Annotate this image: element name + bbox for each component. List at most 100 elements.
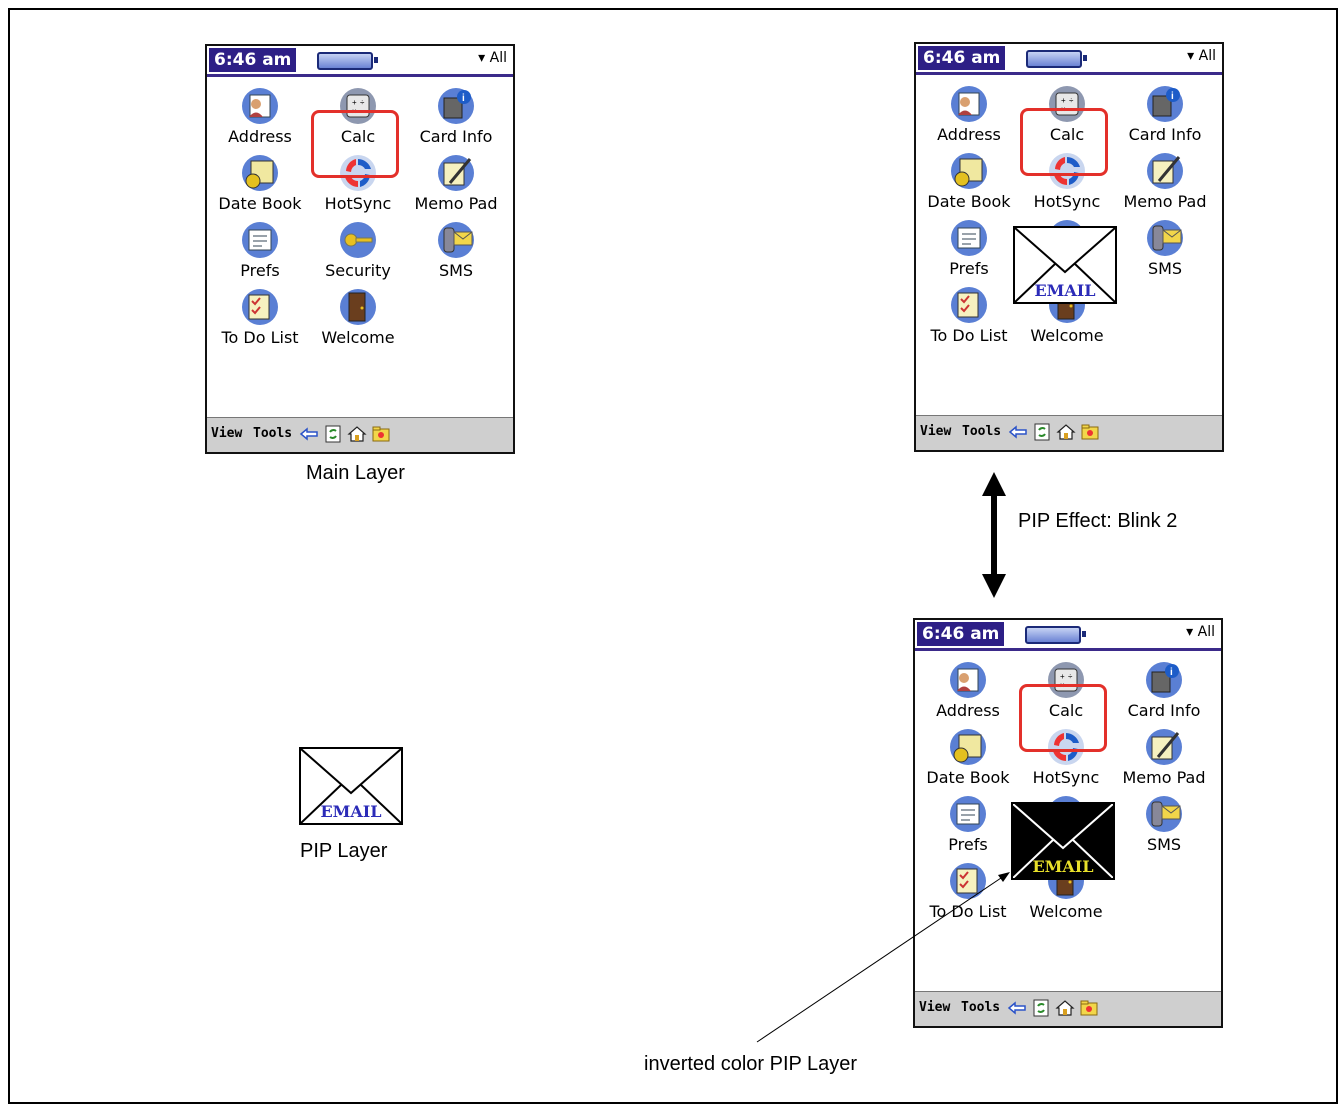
memo-pad-icon (1146, 729, 1182, 765)
app-label: HotSync (1032, 768, 1100, 787)
date-book-icon (950, 729, 986, 765)
home-icon[interactable] (347, 424, 367, 444)
date-book-icon (242, 155, 278, 191)
prefs-icon (950, 796, 986, 832)
svg-text:÷: ÷ (360, 98, 365, 107)
back-arrow-icon[interactable] (1008, 422, 1028, 442)
hotsync-icon (1048, 729, 1084, 765)
main-layer-caption: Main Layer (306, 462, 405, 484)
security-icon (340, 222, 376, 258)
category-selector[interactable]: ▾ All (478, 50, 507, 66)
svg-text:i: i (462, 93, 465, 104)
inverted-pip-caption: inverted color PIP Layer (644, 1053, 858, 1075)
svg-text:i: i (1171, 91, 1174, 102)
tools-menu[interactable]: Tools (961, 1000, 1001, 1015)
category-selector[interactable]: ▾ All (1187, 48, 1216, 64)
app-label: To Do List (929, 902, 1007, 921)
inverted-pip-layer: EMAIL (1011, 802, 1115, 880)
view-menu[interactable]: View (919, 1000, 951, 1015)
app-label: Calc (340, 127, 376, 146)
favorites-icon[interactable] (1079, 998, 1099, 1018)
battery-icon (1025, 626, 1086, 644)
app-address[interactable]: Address (211, 86, 309, 152)
app-memo-pad[interactable]: Memo Pad (407, 153, 505, 219)
svg-text:÷: ÷ (1069, 96, 1074, 105)
app-label: Prefs (948, 835, 988, 854)
app-address[interactable]: Address (920, 84, 1018, 150)
app-prefs[interactable]: Prefs (919, 794, 1017, 860)
app-security[interactable]: Security (309, 220, 407, 286)
card-info-icon: i (1147, 86, 1183, 122)
home-icon[interactable] (1056, 422, 1076, 442)
app-label: Security (325, 261, 391, 280)
app-hotsync[interactable]: HotSync (1018, 151, 1116, 217)
app-hotsync[interactable]: HotSync (309, 153, 407, 219)
prefs-icon (951, 220, 987, 256)
prefs-icon (242, 222, 278, 258)
favorites-icon[interactable] (1080, 422, 1100, 442)
app-label: Prefs (949, 259, 989, 278)
sync-icon[interactable] (1031, 998, 1051, 1018)
app-prefs[interactable]: Prefs (211, 220, 309, 286)
app-label: Card Info (419, 127, 493, 146)
home-icon[interactable] (1055, 998, 1075, 1018)
standalone-email-envelope-icon: EMAIL (300, 748, 402, 824)
app-hotsync[interactable]: HotSync (1017, 727, 1115, 793)
app-date-book[interactable]: Date Book (920, 151, 1018, 217)
back-arrow-icon[interactable] (299, 424, 319, 444)
app-label: Calc (1049, 125, 1085, 144)
back-arrow-icon[interactable] (1007, 998, 1027, 1018)
app-calc[interactable]: +÷×=Calc (309, 86, 407, 152)
hotsync-highlight-box (1019, 684, 1107, 752)
app-welcome[interactable]: Welcome (309, 287, 407, 353)
app-memo-pad[interactable]: Memo Pad (1115, 727, 1213, 793)
clock: 6:46 am (209, 48, 297, 72)
favorites-icon[interactable] (371, 424, 391, 444)
app-label: Welcome (1029, 902, 1103, 921)
svg-text:+: + (1061, 96, 1066, 105)
app-sms[interactable]: SMS (1116, 218, 1214, 284)
app-date-book[interactable]: Date Book (211, 153, 309, 219)
tools-menu[interactable]: Tools (253, 426, 293, 441)
email-label: EMAIL (1034, 281, 1095, 300)
inverted-email-envelope-icon: EMAIL (1012, 803, 1114, 879)
app-label: Welcome (321, 328, 395, 347)
pip-effect-caption: PIP Effect: Blink 2 (1018, 510, 1178, 532)
bottom-toolbar: View Tools (915, 991, 1221, 1026)
memo-pad-icon (1147, 153, 1183, 189)
pip-layer-caption: PIP Layer (300, 840, 388, 862)
card-info-icon: i (438, 88, 474, 124)
app-address[interactable]: Address (919, 660, 1017, 726)
email-envelope-icon: EMAIL (1014, 227, 1116, 303)
app-memo-pad[interactable]: Memo Pad (1116, 151, 1214, 217)
category-selector[interactable]: ▾ All (1186, 624, 1215, 640)
view-menu[interactable]: View (211, 426, 243, 441)
app-label: Prefs (240, 261, 280, 280)
sync-icon[interactable] (323, 424, 343, 444)
app-label: Memo Pad (1122, 768, 1206, 787)
app-to-do-list[interactable]: To Do List (211, 287, 309, 353)
app-prefs[interactable]: Prefs (920, 218, 1018, 284)
address-icon (951, 86, 987, 122)
app-label: Card Info (1127, 701, 1201, 720)
app-sms[interactable]: SMS (1115, 794, 1213, 860)
date-book-icon (951, 153, 987, 189)
view-menu[interactable]: View (920, 424, 952, 439)
app-label: Date Book (926, 768, 1010, 787)
app-to-do-list[interactable]: To Do List (919, 861, 1017, 927)
standalone-pip-layer: EMAIL (299, 747, 403, 825)
app-to-do-list[interactable]: To Do List (920, 285, 1018, 351)
bottom-toolbar: View Tools (916, 415, 1222, 450)
app-date-book[interactable]: Date Book (919, 727, 1017, 793)
sync-icon[interactable] (1032, 422, 1052, 442)
app-sms[interactable]: SMS (407, 220, 505, 286)
svg-text:+: + (352, 98, 357, 107)
address-icon (242, 88, 278, 124)
tools-menu[interactable]: Tools (962, 424, 1002, 439)
app-label: Memo Pad (414, 194, 498, 213)
app-label: Welcome (1030, 326, 1104, 345)
